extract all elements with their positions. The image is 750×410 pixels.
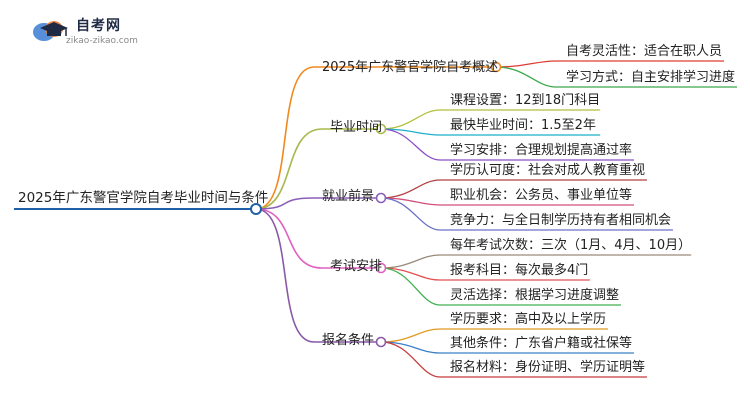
root-junction bbox=[250, 203, 262, 215]
leaf-topic: 学习安排：合理规划提高通过率 bbox=[450, 143, 633, 158]
leaf-connector bbox=[495, 60, 557, 68]
leaf-topic: 学历认可度：社会对成人教育重视 bbox=[450, 163, 646, 178]
branch-junction bbox=[375, 123, 387, 135]
branch-topic: 就业前景 bbox=[322, 189, 375, 204]
branch-connector bbox=[255, 208, 323, 269]
leaf-topic: 报考科目：每次最多4门 bbox=[450, 263, 589, 278]
leaf-connector bbox=[380, 267, 441, 306]
logo: 自考网 zikao-zikao.com bbox=[32, 14, 152, 54]
branch-junction bbox=[490, 61, 502, 73]
branch-connector bbox=[255, 128, 323, 210]
root-topic: 2025年广东警官学院自考毕业时间与条件 bbox=[18, 190, 269, 206]
leaf-topic: 学历要求：高中及以上学历 bbox=[450, 312, 607, 327]
leaf-topic: 竞争力：与全日制学历持有者相同机会 bbox=[450, 213, 672, 228]
branch-junction bbox=[375, 336, 387, 348]
leaf-topic: 学习方式：自主安排学习进度 bbox=[566, 70, 736, 85]
leaf-connector bbox=[380, 197, 441, 231]
leaf-topic: 每年考试次数：三次（1月、4月、10月） bbox=[450, 238, 692, 253]
leaf-connector bbox=[380, 128, 441, 161]
branch-connector bbox=[255, 208, 315, 343]
leaf-topic: 最快毕业时间：1.5至2年 bbox=[450, 118, 596, 133]
leaf-connector bbox=[380, 341, 441, 378]
graduation-cap-icon bbox=[33, 21, 68, 41]
leaf-connector bbox=[380, 328, 441, 343]
branch-junction bbox=[375, 192, 387, 204]
branch-topic: 考试安排 bbox=[330, 259, 383, 274]
leaf-topic: 课程设置：12到18门科目 bbox=[450, 93, 601, 108]
leaf-connector bbox=[380, 254, 441, 269]
leaf-topic: 自考灵活性：适合在职人员 bbox=[566, 44, 723, 59]
branch-connector bbox=[255, 66, 315, 210]
leaf-topic: 其他条件：广东省户籍或社保等 bbox=[450, 336, 633, 351]
leaf-connector bbox=[495, 66, 557, 88]
branch-topic: 2025年广东警官学院自考概述 bbox=[322, 60, 499, 75]
branch-topic: 毕业时间 bbox=[330, 120, 383, 135]
leaf-topic: 报名材料：身份证明、学历证明等 bbox=[450, 360, 646, 375]
logo-title: 自考网 bbox=[76, 18, 121, 34]
branch-topic: 报名条件 bbox=[322, 333, 375, 348]
logo-url: zikao-zikao.com bbox=[66, 36, 138, 46]
branch-junction bbox=[375, 262, 387, 274]
leaf-topic: 职业机会：公务员、事业单位等 bbox=[450, 188, 633, 203]
leaf-connector bbox=[380, 109, 441, 130]
leaf-connector bbox=[380, 179, 441, 199]
branch-connector bbox=[255, 197, 315, 210]
leaf-topic: 灵活选择：根据学习进度调整 bbox=[450, 288, 620, 303]
